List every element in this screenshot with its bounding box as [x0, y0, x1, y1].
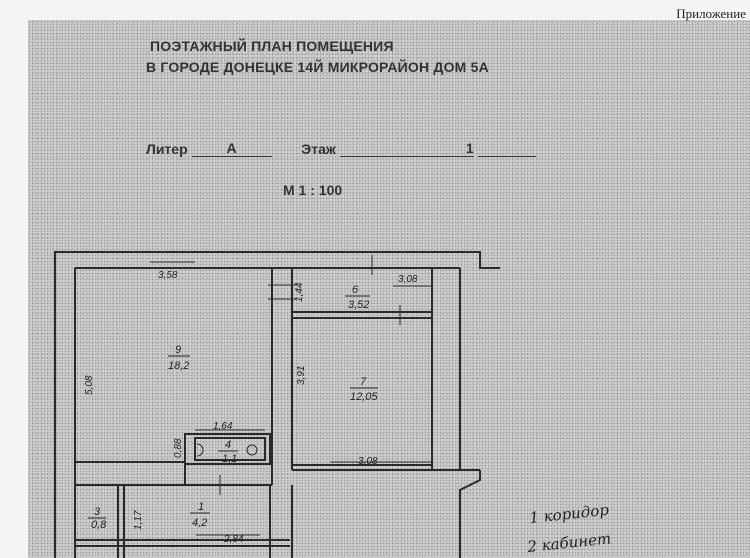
liter-label: Литер: [146, 141, 188, 157]
room-area: 4,2: [192, 517, 207, 529]
dim-room4-height: 0,88: [173, 438, 184, 458]
document-sheet: [28, 20, 750, 558]
room-number: 1: [198, 501, 204, 513]
dim-room7-bottom-width: 3,08: [358, 456, 378, 467]
dim-room6-height: 1,44: [294, 282, 305, 302]
room-3: 3 0,8: [88, 506, 107, 531]
dim-corridor-width: 2,84: [223, 534, 244, 545]
dim-room4-width: 1,64: [213, 421, 233, 432]
room-area: 1,1: [222, 453, 237, 465]
room-4: 4 1,1: [218, 439, 238, 465]
liter-floor-line: Литер А Этаж 1: [146, 140, 536, 157]
room-area: 0,8: [91, 519, 107, 531]
plan-walls: [54, 251, 500, 558]
room-area: 3,52: [348, 299, 369, 311]
room-7: 7 12,05: [350, 376, 378, 403]
room-area: 12,05: [350, 391, 378, 403]
scale-label: М 1 : 100: [283, 182, 343, 198]
room-area: 18,2: [168, 360, 189, 372]
document-address: В ГОРОДЕ ДОНЕЦКЕ 14Й МИКРОРАЙОН ДОМ 5А: [146, 59, 489, 75]
liter-value: А: [191, 140, 272, 157]
dim-top-right-width: 3,08: [398, 274, 418, 285]
dim-room7-height: 3,91: [296, 366, 307, 385]
document-title: ПОЭТАЖНЫЙ ПЛАН ПОМЕЩЕНИЯ: [150, 38, 394, 54]
legend-item-corridor: 1 коридор: [529, 501, 611, 527]
dim-top-left-width: 3,58: [158, 270, 178, 281]
dim-room3-height: 1,17: [133, 510, 144, 530]
room-9: 9 18,2: [168, 344, 190, 372]
dimension-ticks: [150, 255, 432, 536]
legend-item-office: 2 кабинет: [526, 529, 612, 556]
floor-label: Этаж: [301, 141, 336, 157]
floor-value: 1: [339, 140, 474, 157]
room-number: 4: [225, 439, 231, 451]
room-1: 1 4,2: [190, 501, 210, 529]
room-number: 7: [360, 376, 367, 388]
dim-left-height: 5,08: [84, 375, 95, 395]
appendix-label: Приложение: [676, 6, 746, 21]
room-number: 3: [94, 506, 101, 518]
room-number: 9: [175, 344, 181, 356]
room-number: 6: [352, 284, 359, 296]
room-6: 6 3,52: [345, 284, 370, 311]
